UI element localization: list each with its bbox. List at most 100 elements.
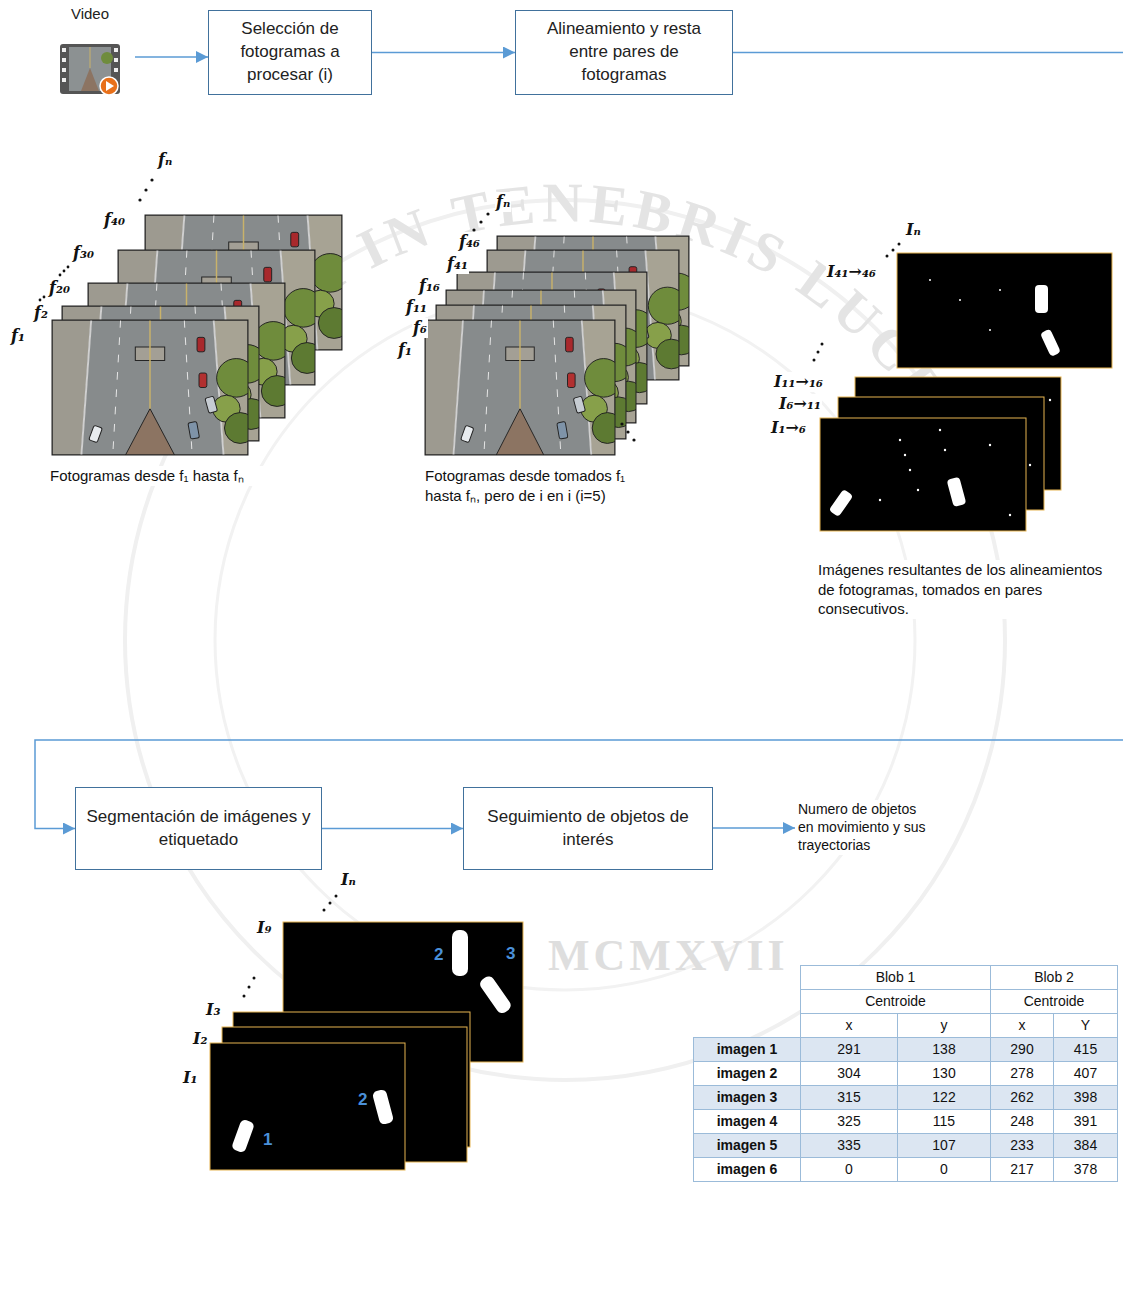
table-cell: Y — [1053, 1013, 1118, 1038]
video-icon-art-part-part — [81, 68, 99, 91]
table-cell: Blob 1 — [800, 965, 991, 990]
video-icon-art-part-part-part — [114, 68, 118, 72]
ellipsis-dots-part — [43, 296, 46, 299]
table-cell: 115 — [897, 1109, 991, 1134]
table-cell: 415 — [1053, 1037, 1118, 1062]
table-cell: 335 — [800, 1133, 898, 1158]
table-cell: 278 — [990, 1061, 1054, 1086]
ellipsis-dots-part — [626, 430, 629, 433]
frame-label: I₂ — [192, 1029, 209, 1049]
difference-frames-part-part — [904, 454, 906, 456]
ellipsis-dots-part — [248, 986, 251, 989]
frame-label: f₁ — [10, 326, 26, 346]
ellipsis-dots-part — [150, 178, 153, 181]
ellipsis-dots-part — [620, 422, 623, 425]
difference-frames — [820, 253, 1112, 531]
box-label: Segmentación de imágenes y etiquetado — [86, 806, 311, 852]
table-cell: 233 — [990, 1133, 1054, 1158]
flow-arrow — [35, 53, 1123, 829]
frame-label: f₆ — [412, 318, 428, 338]
segmented-frames-part-part — [372, 1089, 394, 1125]
ellipsis-dots-part — [335, 895, 338, 898]
video-icon-art-part-part-part — [62, 78, 66, 82]
table-cell: 378 — [1053, 1157, 1118, 1182]
table-cell: 290 — [990, 1037, 1054, 1062]
difference-frames-part-part — [829, 489, 854, 517]
video-frames-all-part — [52, 320, 248, 455]
difference-frames-part-part — [1009, 514, 1011, 516]
segmented-frames-part-part — [231, 1119, 255, 1154]
video-frames-sampled-part — [425, 320, 615, 455]
video-icon-art-part-part — [101, 52, 113, 64]
ellipsis-dots-part — [39, 299, 42, 302]
segmented-frames-part-part — [452, 930, 468, 976]
table-cell: 262 — [990, 1085, 1054, 1110]
table-cell: x — [800, 1013, 898, 1038]
ellipsis-dots-part — [817, 351, 820, 354]
table-cell: 325 — [800, 1109, 898, 1134]
ellipsis-dots — [813, 243, 901, 362]
video-icon-art-part-part — [106, 81, 114, 91]
table-cell: imagen 1 — [693, 1037, 801, 1062]
video-icon-art-part-part — [100, 77, 118, 95]
ellipsis-dots-part — [59, 274, 62, 277]
difference-frames-part-part — [909, 469, 911, 471]
box-label: Alineamiento y resta entre pares de foto… — [526, 18, 722, 87]
frame-label: f₁₁ — [405, 297, 428, 317]
table-cell: 138 — [897, 1037, 991, 1062]
blob-number: 1 — [263, 1130, 272, 1150]
difference-frames-part-part — [944, 449, 946, 451]
frame-label: f₁₆ — [418, 276, 441, 296]
frame-label: f₄₆ — [458, 232, 481, 252]
difference-frames-part-part — [947, 477, 967, 507]
frame-label: f₂₀ — [48, 278, 71, 298]
frame-label: Iₙ — [905, 220, 922, 240]
table-cell: 0 — [800, 1157, 898, 1182]
table-cell: 248 — [990, 1109, 1054, 1134]
watermark-year: MCMXVII — [548, 930, 789, 981]
video-frames-sampled-part — [425, 320, 623, 455]
frame-label: I₃ — [205, 1000, 222, 1020]
process-box: Alineamiento y resta entre pares de foto… — [515, 10, 733, 95]
difference-frames-part-part — [917, 489, 919, 491]
table-cell: 217 — [990, 1157, 1054, 1182]
difference-frames-part-part — [999, 289, 1001, 291]
table-cell: Blob 2 — [990, 965, 1118, 990]
table-cell: imagen 3 — [693, 1085, 801, 1110]
caption-text: Fotogramas desde f₁ hasta fₙ — [50, 466, 265, 486]
frame-label: I₁₁→₁₆ — [773, 372, 824, 392]
ellipsis-dots-part — [253, 977, 256, 980]
flow-arrow — [135, 56, 208, 58]
video-icon-art-part-part — [90, 47, 91, 68]
difference-frames-part-part — [879, 499, 881, 501]
frame-label: f₂ — [33, 303, 49, 323]
table-cell: 0 — [897, 1157, 991, 1182]
table-cell: 398 — [1053, 1085, 1118, 1110]
segmented-frames — [210, 922, 523, 1170]
difference-frames-part-part — [989, 329, 991, 331]
process-box: Seguimiento de objetos de interés — [463, 787, 713, 870]
process-box: Selección de fotogramas a procesar (i) — [208, 10, 372, 95]
caption-text: Imágenes resultantes de los alineamiento… — [818, 560, 1113, 619]
ellipsis-dots-part — [243, 995, 246, 998]
difference-frames-part — [829, 399, 1052, 517]
video-icon-art-part-part-part — [62, 48, 66, 52]
frame-label: I₉ — [256, 918, 273, 938]
flow-arrow — [372, 52, 515, 54]
video-icon-art-part-part-part — [62, 68, 66, 72]
table-cell: 122 — [897, 1085, 991, 1110]
blob-number: 3 — [506, 944, 515, 964]
segmented-frames-part — [452, 930, 513, 1015]
frame-label: f₄₀ — [103, 210, 126, 230]
frame-label: fₙ — [157, 150, 173, 170]
frame-label: f₃₀ — [72, 243, 95, 263]
table-cell: 315 — [800, 1085, 898, 1110]
video-frames-all-part — [52, 320, 256, 455]
frame-label: fₙ — [495, 192, 511, 212]
flow-arrow — [322, 828, 463, 830]
box-label: Seguimiento de objetos de interés — [474, 806, 702, 852]
difference-frames-part-part — [939, 429, 941, 431]
frame-label: I₆→₁₁ — [778, 394, 822, 414]
ellipsis-dots-part — [479, 220, 482, 223]
